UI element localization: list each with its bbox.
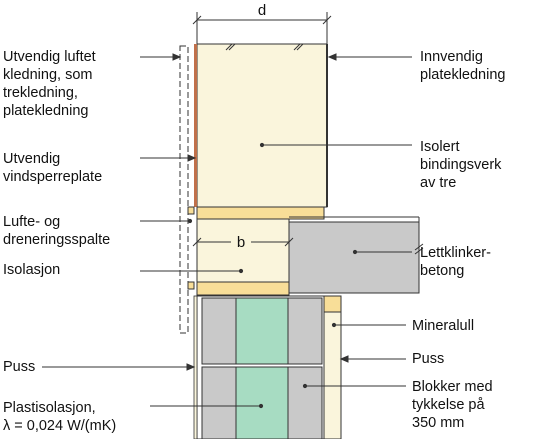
wind-barrier-board bbox=[194, 44, 197, 207]
inner-plaster bbox=[323, 311, 342, 439]
outer-plaster bbox=[193, 295, 198, 439]
label-inner-cladding: Innvendig platekledning bbox=[420, 49, 506, 83]
label-insulation: Isolasjon bbox=[3, 262, 61, 278]
label-plastic-insulation: Plastisolasjon, λ = 0,024 W/(mK) bbox=[3, 400, 117, 434]
label-insulated-frame: Isolert bindingsverk av tre bbox=[420, 139, 502, 191]
label-wind-barrier: Utvendig vindsperreplate bbox=[3, 151, 103, 185]
mineral-wool-block bbox=[323, 295, 342, 313]
label-plaster-right: Puss bbox=[412, 351, 445, 367]
leader-lines bbox=[42, 53, 412, 409]
lightweight-concrete-slab bbox=[288, 221, 420, 294]
dimension-d-label: d bbox=[258, 2, 266, 19]
label-blocks: Blokker med tykkelse på 350 mm bbox=[412, 379, 493, 431]
dimension-d bbox=[192, 12, 332, 44]
insulated-timber-frame bbox=[196, 43, 328, 208]
block-wall bbox=[196, 295, 325, 439]
label-lightweight-concrete: Lettklinker- betong bbox=[420, 245, 491, 279]
bottom-timber-plate bbox=[196, 281, 290, 296]
label-mineral-wool: Mineralull bbox=[412, 318, 475, 334]
batten-lower bbox=[187, 281, 195, 290]
dimension-b-label: b bbox=[237, 234, 245, 251]
outer-cladding bbox=[179, 45, 189, 334]
batten-upper bbox=[187, 206, 195, 215]
label-vent-gap: Lufte- og dreneringsspalte bbox=[3, 214, 111, 248]
break-marks-top bbox=[225, 43, 304, 51]
label-outer-cladding: Utvendig luftet kledning, som treklednin… bbox=[3, 49, 96, 119]
label-plaster-left: Puss bbox=[3, 359, 36, 375]
break-marks-slab bbox=[414, 243, 424, 255]
